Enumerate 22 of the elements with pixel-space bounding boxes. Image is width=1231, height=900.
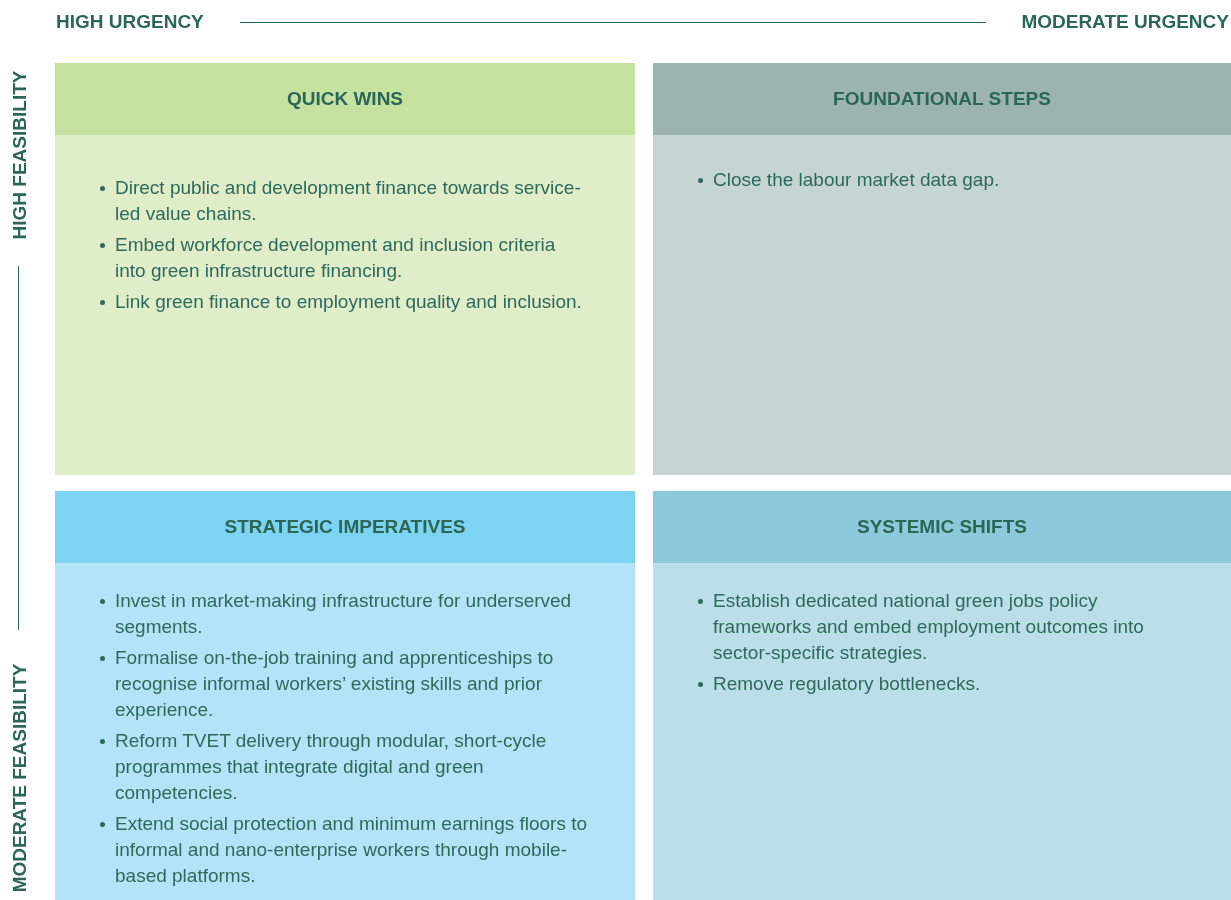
quadrant-panel bbox=[653, 63, 1231, 475]
quadrant-heading: STRATEGIC IMPERATIVES bbox=[55, 491, 635, 563]
bullet-item: Invest in market-making infrastructure for underserved segments. bbox=[98, 588, 588, 640]
bullet-item: Establish dedicated national green jobs policy frameworks and embed employment outcomes into sector-specific strategies. bbox=[696, 588, 1186, 666]
quadrant-panel bbox=[55, 63, 635, 475]
quadrant-panel bbox=[653, 491, 1231, 900]
quadrant-heading: QUICK WINS bbox=[55, 63, 635, 135]
quadrant-heading: SYSTEMIC SHIFTS bbox=[653, 491, 1231, 563]
quadrant-panel bbox=[55, 491, 635, 900]
axis-label: MODERATE FEASIBILITY bbox=[8, 663, 31, 893]
bullet-item: Reform TVET delivery through modular, short-cycle programmes that integrate digital and green competencies. bbox=[98, 728, 588, 806]
bullet-item: Remove regulatory bottlenecks. bbox=[696, 671, 1186, 697]
bullet-item: Link green finance to employment quality and inclusion. bbox=[98, 289, 588, 315]
axis-label: MODERATE URGENCY bbox=[1021, 11, 1229, 33]
axis-label: HIGH FEASIBILITY bbox=[8, 70, 31, 240]
axis-label: HIGH URGENCY bbox=[56, 11, 204, 33]
quadrant-heading: FOUNDATIONAL STEPS bbox=[653, 63, 1231, 135]
bullet-item: Close the labour market data gap. bbox=[696, 167, 1186, 193]
bullet-item: Formalise on-the-job training and apprenticeships to recognise informal workers’ existing skills and prior experience. bbox=[98, 645, 588, 723]
bullet-item: Extend social protection and minimum earnings floors to informal and nano-enterprise workers through mobile-based platforms. bbox=[98, 811, 588, 889]
bullet-item: Embed workforce development and inclusion criteria into green infrastructure financing. bbox=[98, 232, 588, 284]
bullet-item: Direct public and development finance towards service-led value chains. bbox=[98, 175, 588, 227]
